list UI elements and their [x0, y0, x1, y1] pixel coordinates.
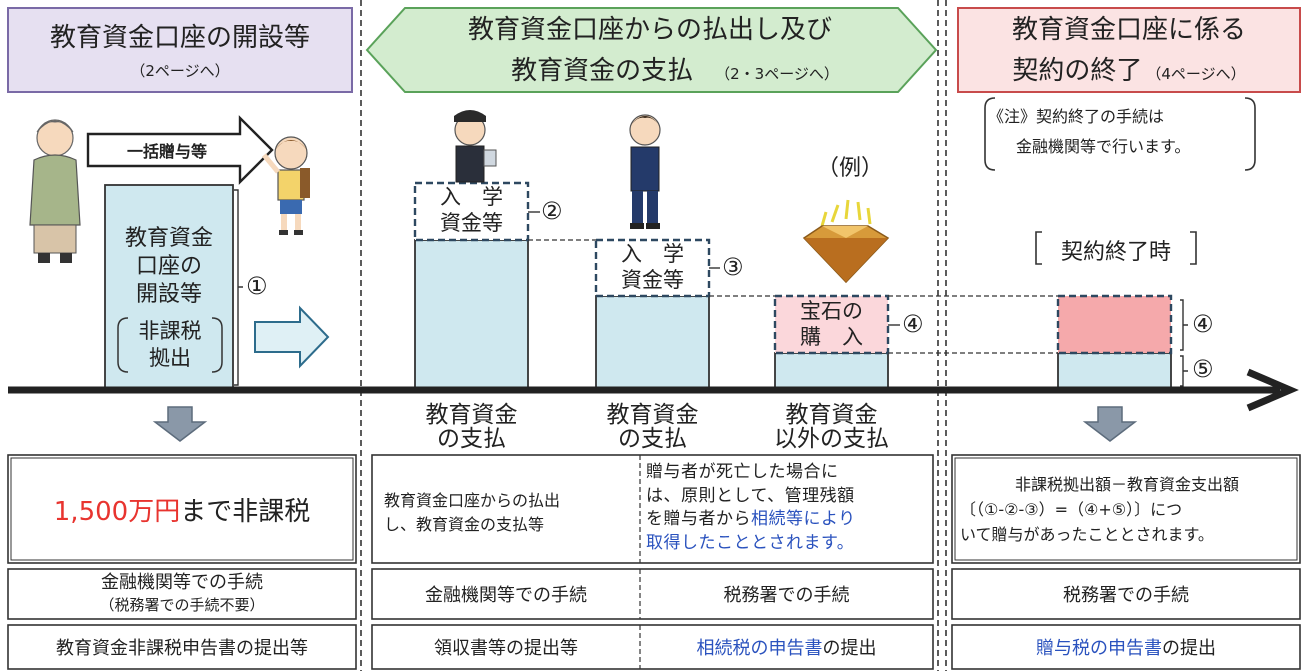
cell-r2c1-line2: （税務署での手続不要）: [99, 596, 265, 614]
cell-r3c3: 相続税の申告書の提出: [640, 625, 933, 669]
cell-r3c3-rest: の提出: [822, 638, 877, 659]
header-2-sub: （2・3ページへ）: [715, 65, 839, 83]
contract-bracket-left: [1035, 231, 1042, 265]
paren-left: [117, 317, 129, 373]
account-brace: [234, 189, 243, 386]
cell-r1c3-l1: 贈与者が死亡した場合に: [646, 462, 839, 482]
jewel-line2: 購 入: [800, 325, 863, 349]
cell-r3c1: 教育資金非課税申告書の提出等: [56, 638, 308, 659]
gift-tax-return: 贈与税の申告書: [1036, 638, 1162, 659]
bar-2: [414, 239, 529, 390]
cell-r3c2: 領収書等の提出等: [434, 638, 578, 659]
marker-4b: ④: [1192, 310, 1214, 338]
account-box: [104, 184, 234, 390]
header-2-line1: 教育資金口座からの払出し及び: [467, 15, 832, 45]
note-line-1: 《注》契約終了の手続は: [988, 107, 1165, 126]
cell-r1c2-line2: し、教育資金の支払等: [384, 515, 545, 534]
tax-free-rest: まで非課税: [180, 496, 311, 527]
contract-end-label: 契約終了時: [1060, 240, 1171, 265]
cell-r2c1: 金融機関等での手続 （税務署での手続不要）: [8, 571, 356, 615]
account-paren-2: 拠出: [149, 346, 191, 370]
cell-r2c1-line1: 金融機関等での手続: [101, 572, 263, 593]
admission-box-1: [413, 181, 530, 242]
cell-r2c2: 金融機関等での手続: [425, 585, 587, 606]
cell-r1c3-l4: 取得したこととされます。: [646, 532, 855, 553]
note-bracket-right: [1244, 97, 1256, 171]
example-label: （例）: [816, 156, 883, 181]
cell-r1c3-l3b: 相続等により: [751, 509, 856, 529]
admission-box-2: [594, 238, 711, 298]
marker-1: ①: [246, 272, 268, 300]
cell-r2c4: 税務署での手続: [1063, 585, 1189, 606]
header-3-sub: （4ページへ）: [1146, 65, 1246, 83]
student-icon: [454, 110, 497, 183]
axis-label-1-line1: 教育資金: [425, 402, 518, 428]
axis-label-3-line1: 教育資金: [785, 402, 878, 428]
cell-r3c4: 贈与税の申告書の提出: [952, 625, 1300, 669]
header-hexagon-2: [365, 7, 938, 93]
marker-5: ⑤: [1192, 355, 1214, 383]
header-3-line1: 教育資金口座に係る: [1011, 15, 1246, 45]
cell-r2c3: 税務署での手続: [723, 585, 850, 606]
header-3-line2: 契約の終了: [1012, 56, 1143, 86]
paren-right: [211, 317, 223, 373]
young-man-icon: [629, 114, 661, 229]
axis-label-2-line1: 教育資金: [606, 402, 699, 428]
axis-label-1-line2: の支払: [437, 426, 506, 452]
bar-5: [1057, 352, 1172, 390]
bar-3: [595, 295, 710, 390]
cell-r1c3-l3a: を贈与者から: [646, 509, 751, 529]
account-paren-1: 非課税: [138, 319, 202, 343]
admission-2-line1: 入 学: [621, 242, 684, 266]
tax-free-amount: 1,500万円: [53, 496, 181, 527]
axis-arrowhead: [1246, 368, 1299, 412]
boy-icon: [262, 136, 310, 235]
cell-r1c2-line1: 教育資金口座からの払出: [384, 491, 561, 510]
header-1-sub: （2ページへ）: [130, 62, 230, 80]
cell-r3c4-rest: の提出: [1162, 638, 1216, 659]
contract-bracket-right: [1190, 231, 1197, 265]
account-line-3: 開設等: [135, 282, 202, 307]
note-line-2: 金融機関等で行います。: [1016, 137, 1191, 156]
pink-box: [1056, 294, 1173, 355]
cell-r1c4-l2: 〔（①-②-③）=（④+⑤）〕につ: [960, 500, 1183, 519]
header-box-3: [957, 7, 1301, 93]
cell-r1c3-l2: は、原則として、管理残額: [646, 485, 855, 506]
header-1-title: 教育資金口座の開設等: [49, 23, 310, 53]
marker-4: ④: [902, 310, 924, 338]
admission-1-line2: 資金等: [440, 211, 503, 235]
cell-r1c4: 非課税拠出額－教育資金支出額 〔（①-②-③）=（④+⑤）〕につ いて贈与があっ…: [960, 472, 1294, 547]
admission-2-line2: 資金等: [621, 268, 684, 292]
jewel-box: [773, 294, 890, 355]
inheritance-return: 相続税の申告書: [696, 638, 823, 659]
header-2-line2: 教育資金の支払: [511, 56, 694, 86]
marker-2: ②: [541, 197, 563, 225]
note-bracket-left: [984, 97, 996, 171]
cell-r1c2: 教育資金口座からの払出 し、教育資金の支払等: [384, 489, 634, 537]
admission-1-line1: 入 学: [440, 185, 503, 209]
account-line-1: 教育資金: [124, 226, 213, 251]
header-box-1: [7, 7, 353, 93]
marker-3: ③: [722, 253, 744, 281]
cell-r1c4-l1: 非課税拠出額－教育資金支出額: [1014, 475, 1239, 494]
down-arrow-icon-1: [152, 406, 208, 442]
cell-r1c1: 1,500万円まで非課税: [8, 455, 356, 563]
bar-4: [774, 352, 889, 390]
axis-label-2-line2: の支払: [618, 426, 687, 452]
gift-arrow-shape: [86, 115, 274, 185]
account-line-2: 口座の: [135, 254, 202, 279]
right-arrow-icon: [254, 305, 330, 369]
gift-arrow-label: 一括贈与等: [126, 142, 207, 161]
cell-r1c4-l3: いて贈与があったこととされます。: [960, 525, 1214, 544]
grandmother-icon: [29, 119, 81, 263]
axis-label-3-line2: 以外の支払: [774, 426, 889, 452]
diamond-icon: [802, 199, 890, 284]
cell-r1c3: 贈与者が死亡した場合に は、原則として、管理残額 を贈与者から相続等により 取得…: [646, 461, 928, 555]
jewel-line1: 宝石の: [800, 299, 863, 323]
down-arrow-icon-2: [1082, 406, 1138, 442]
